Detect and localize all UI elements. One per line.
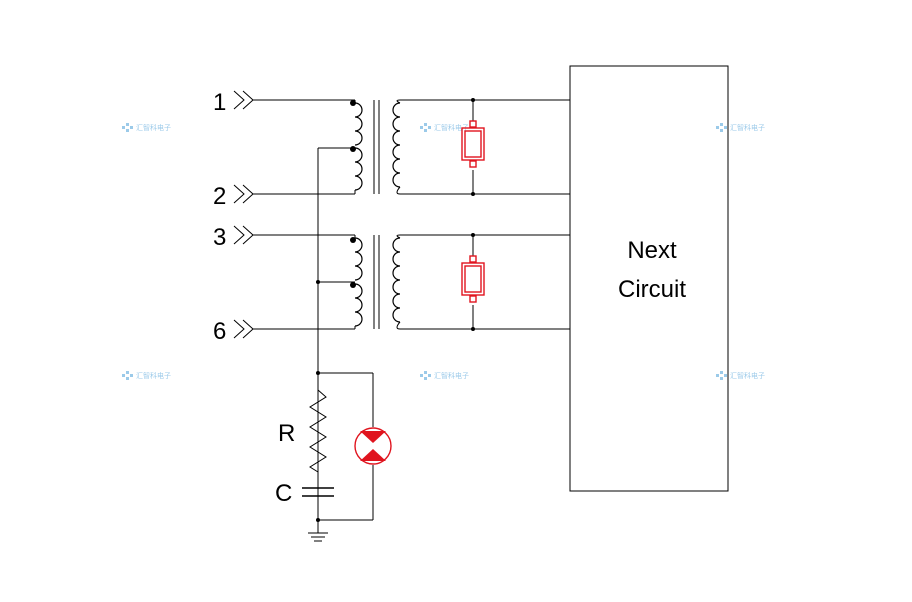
rc-network: R C (275, 372, 392, 521)
transformer-2 (260, 234, 570, 330)
port-connector-1 (233, 90, 260, 110)
watermark-logo-icon (420, 123, 431, 132)
watermark-text: 汇智科电子 (434, 371, 469, 380)
watermark-2: 汇智科电子 (420, 123, 469, 132)
port-connector-2 (233, 184, 260, 204)
gas-discharge-tube (354, 427, 392, 465)
capacitor-label: C (275, 480, 292, 507)
watermark-text: 汇智科电子 (434, 123, 469, 132)
polarity-dot (350, 146, 356, 152)
watermark-1: 汇智科电子 (122, 123, 171, 132)
watermark-6: 汇智科电子 (716, 371, 765, 380)
port-label-3: 3 (213, 224, 226, 251)
watermark-text: 汇智科电子 (136, 371, 171, 380)
watermark-logo-icon (716, 371, 727, 380)
transformer-1 (260, 99, 570, 195)
block-label-line2: Circuit (618, 276, 686, 303)
watermark-text: 汇智科电子 (730, 371, 765, 380)
watermark-logo-icon (122, 371, 133, 380)
port-label-6: 6 (213, 318, 226, 345)
center-tap-bus (316, 148, 320, 522)
resistor (309, 389, 327, 473)
polarity-dot (350, 282, 356, 288)
watermark-4: 汇智科电子 (122, 371, 171, 380)
watermark-text: 汇智科电子 (730, 123, 765, 132)
tvs-diode-2 (461, 233, 485, 331)
junction-dot (316, 280, 320, 284)
block-label-line1: Next (627, 237, 677, 264)
port-connector-3 (233, 225, 260, 245)
watermark-logo-icon (716, 123, 727, 132)
watermark-5: 汇智科电子 (420, 371, 469, 380)
port-connector-6 (233, 319, 260, 339)
watermark-3: 汇智科电子 (716, 123, 765, 132)
watermark-text: 汇智科电子 (136, 123, 171, 132)
next-circuit-block: Next Circuit (569, 65, 729, 492)
watermark-logo-icon (122, 123, 133, 132)
resistor-label: R (278, 420, 295, 447)
ground-icon (308, 520, 328, 542)
watermark-logo-icon (420, 371, 431, 380)
port-label-2: 2 (213, 183, 226, 210)
tvs-diode-1 (461, 98, 485, 196)
port-label-1: 1 (213, 89, 226, 116)
polarity-dot (350, 100, 356, 106)
polarity-dot (350, 237, 356, 243)
